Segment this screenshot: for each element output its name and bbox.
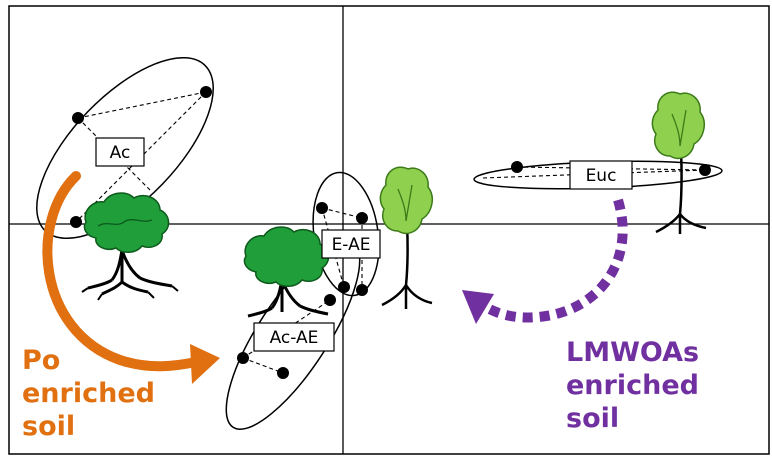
lmwoas-annotation: LMWOAs enriched soil bbox=[566, 336, 699, 435]
label-box-e-ae bbox=[321, 229, 381, 259]
dash-euc-2 bbox=[482, 169, 706, 179]
group-label-euc: Euc bbox=[586, 166, 617, 186]
point-euc-2 bbox=[699, 164, 711, 176]
dash-ac-1 bbox=[77, 91, 207, 119]
point-ac-ae-3 bbox=[324, 294, 336, 306]
dash-e-ae-1 bbox=[321, 207, 363, 219]
eucalyptus-tree-icon bbox=[379, 166, 434, 309]
point-ac-1 bbox=[72, 112, 84, 124]
label-box-euc bbox=[569, 160, 633, 190]
point-ac-ae-2 bbox=[277, 367, 289, 379]
po-line-2: enriched bbox=[22, 378, 155, 409]
point-e-ae-4 bbox=[356, 284, 368, 296]
lmwoas-arrowhead bbox=[462, 290, 494, 324]
group-label-ac: Ac bbox=[110, 143, 131, 163]
broadleaf-tree-icon-2 bbox=[243, 226, 330, 318]
point-ac-ae-1 bbox=[237, 352, 249, 364]
point-e-ae-2 bbox=[356, 212, 368, 224]
point-e-ae-1 bbox=[316, 202, 328, 214]
eucalyptus-tree-icon-2 bbox=[651, 91, 707, 234]
point-euc-1 bbox=[511, 161, 523, 173]
po-line-3: soil bbox=[22, 411, 76, 442]
dash-ac-ae-1 bbox=[242, 357, 284, 374]
plot-frame bbox=[8, 5, 770, 455]
point-ac-2 bbox=[200, 86, 212, 98]
po-annotation: Po enriched soil bbox=[22, 344, 155, 443]
lmwoas-arrow bbox=[462, 198, 628, 324]
group-label-e-ae: E-AE bbox=[332, 235, 371, 255]
lmwoas-line-1: LMWOAs bbox=[566, 337, 700, 368]
group-ac: Ac bbox=[36, 56, 214, 240]
lmwoas-line-3: soil bbox=[566, 403, 620, 434]
po-arrowhead bbox=[190, 344, 220, 384]
point-e-ae-3 bbox=[338, 281, 350, 293]
broadleaf-tree-icon bbox=[81, 192, 179, 301]
label-box-ac-ae bbox=[253, 322, 335, 352]
group-label-ac-ae: Ac-AE bbox=[270, 328, 319, 348]
group-e-ae bbox=[312, 171, 380, 297]
po-arrow bbox=[42, 171, 220, 384]
label-box-ac bbox=[95, 137, 145, 167]
point-ac-3 bbox=[70, 216, 82, 228]
lmwoas-line-2: enriched bbox=[566, 370, 699, 401]
po-line-1: Po bbox=[22, 345, 61, 376]
